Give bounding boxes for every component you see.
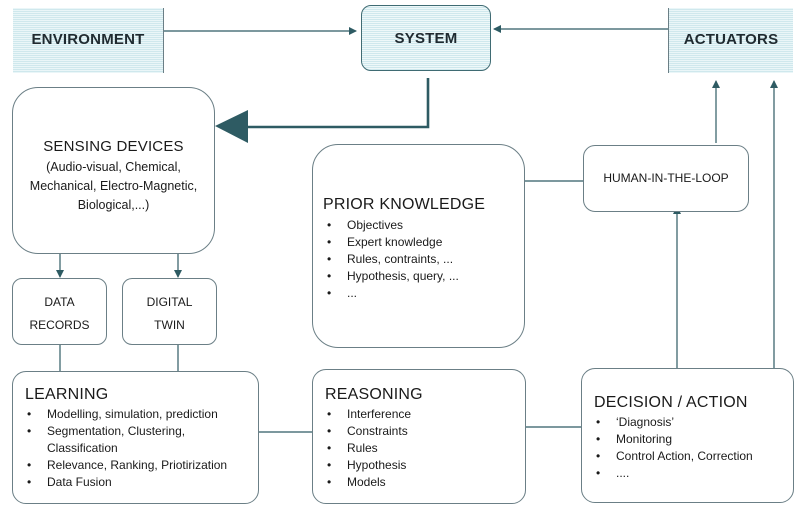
decision-action-item: Monitoring <box>594 431 753 448</box>
reasoning-item: Hypothesis <box>325 457 411 474</box>
learning-item-continuation: Classification <box>47 441 118 455</box>
sensing-devices-box: SENSING DEVICES (Audio-visual, Chemical,… <box>12 87 215 254</box>
learning-item: Segmentation, Clustering, <box>25 423 218 440</box>
decision-action-list: ‘Diagnosis’ Monitoring Control Action, C… <box>594 414 753 482</box>
prior-knowledge-item: Objectives <box>325 217 459 234</box>
learning-title: LEARNING <box>25 386 109 403</box>
reasoning-item: Interference <box>325 406 411 423</box>
prior-knowledge-list: Objectives Expert knowledge Rules, contr… <box>325 217 459 302</box>
actuators-box: ACTUATORS <box>668 8 793 73</box>
reasoning-item: Models <box>325 474 411 491</box>
sensing-devices-line-1: (Audio-visual, Chemical, <box>46 160 181 174</box>
reasoning-box: REASONING Interference Constraints Rules… <box>312 369 526 504</box>
system-box: SYSTEM <box>361 5 491 71</box>
arrow-system-to-sensing <box>246 78 430 129</box>
learning-box: LEARNING Modelling, simulation, predicti… <box>12 371 259 504</box>
arrow-system-to-sensing-head <box>215 110 248 143</box>
prior-knowledge-title: PRIOR KNOWLEDGE <box>323 196 486 213</box>
learning-item: Data Fusion <box>25 474 227 491</box>
digital-twin-line-2: TWIN <box>154 318 185 332</box>
sensing-devices-title: SENSING DEVICES <box>43 138 184 155</box>
decision-action-item: ‘Diagnosis’ <box>594 414 753 431</box>
prior-knowledge-item: Rules, contraints, ... <box>325 251 459 268</box>
prior-knowledge-item: Expert knowledge <box>325 234 459 251</box>
prior-knowledge-item: Hypothesis, query, ... <box>325 268 459 285</box>
actuators-label: ACTUATORS <box>683 31 779 48</box>
data-records-line-2: RECORDS <box>29 318 90 332</box>
reasoning-title: REASONING <box>325 386 423 403</box>
learning-item: Modelling, simulation, prediction <box>25 406 218 423</box>
prior-knowledge-item: ... <box>325 285 459 302</box>
decision-action-item: .... <box>594 465 753 482</box>
sensing-devices-line-2: Mechanical, Electro-Magnetic, <box>29 179 198 193</box>
data-records-line-1: DATA <box>44 295 75 309</box>
human-in-the-loop-box: HUMAN-IN-THE-LOOP <box>583 145 749 212</box>
decision-action-item: Control Action, Correction <box>594 448 753 465</box>
system-label: SYSTEM <box>394 30 458 47</box>
environment-box: ENVIRONMENT <box>13 8 164 73</box>
environment-label: ENVIRONMENT <box>31 31 145 48</box>
reasoning-list: Interference Constraints Rules Hypothesi… <box>325 406 411 491</box>
learning-list: Modelling, simulation, prediction Segmen… <box>25 406 218 440</box>
learning-item: Relevance, Ranking, Priotirization <box>25 457 227 474</box>
digital-twin-box: DIGITAL TWIN <box>122 278 217 345</box>
digital-twin-line-1: DIGITAL <box>146 295 193 309</box>
human-in-the-loop-label: HUMAN-IN-THE-LOOP <box>603 171 729 185</box>
reasoning-item: Constraints <box>325 423 411 440</box>
data-records-box: DATA RECORDS <box>12 278 107 345</box>
learning-list-2: Relevance, Ranking, Priotirization Data … <box>25 457 227 491</box>
sensing-devices-line-3: Biological,...) <box>77 198 150 212</box>
prior-knowledge-box: PRIOR KNOWLEDGE Objectives Expert knowle… <box>312 144 525 348</box>
decision-action-title: DECISION / ACTION <box>594 394 748 411</box>
reasoning-item: Rules <box>325 440 411 457</box>
decision-action-box: DECISION / ACTION ‘Diagnosis’ Monitoring… <box>581 368 794 503</box>
